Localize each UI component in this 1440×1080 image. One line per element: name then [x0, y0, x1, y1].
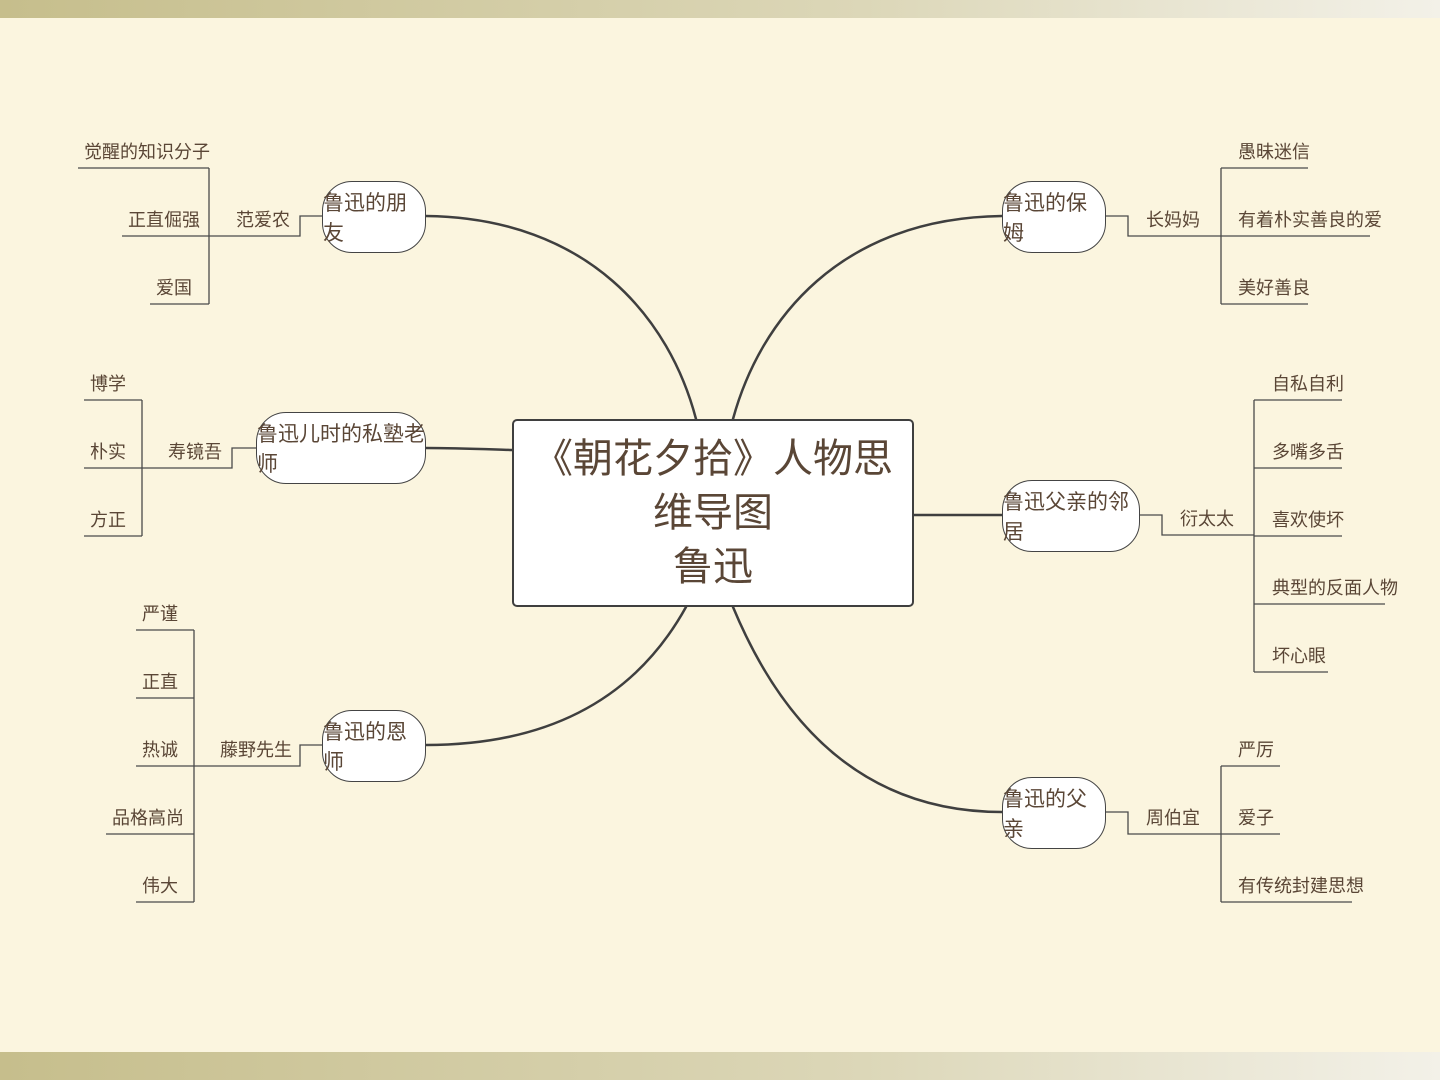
trait-label[interactable]: 严谨: [142, 604, 178, 625]
person-label-father[interactable]: 周伯宜: [1146, 808, 1200, 829]
bracket-father: [1106, 811, 1221, 835]
bracket-friend: [209, 215, 322, 237]
trait-label[interactable]: 觉醒的知识分子: [84, 142, 210, 163]
curve-tutor: [424, 446, 514, 452]
curve-friend: [424, 214, 698, 421]
trait-label[interactable]: 爱子: [1238, 808, 1274, 829]
trait-label[interactable]: 自私自利: [1272, 374, 1344, 395]
top-decor-band: [0, 0, 1440, 18]
trait-label[interactable]: 喜欢使坏: [1272, 510, 1344, 531]
root-node[interactable]: 《朝花夕拾》人物思维导图 鲁迅: [512, 419, 914, 607]
trait-label[interactable]: 有着朴实善良的爱: [1238, 210, 1382, 231]
trait-label[interactable]: 有传统封建思想: [1238, 876, 1364, 897]
trait-label[interactable]: 博学: [90, 374, 126, 395]
trait-label[interactable]: 伟大: [142, 876, 178, 897]
trait-label[interactable]: 愚昧迷信: [1238, 142, 1310, 163]
branch-node-nanny[interactable]: 鲁迅的保姆: [1002, 181, 1106, 253]
trait-label[interactable]: 美好善良: [1238, 278, 1310, 299]
trait-label[interactable]: 朴实: [90, 442, 126, 463]
bracket-tutor: [142, 447, 256, 469]
trait-label[interactable]: 正直倔强: [128, 210, 200, 231]
root-subtitle: 鲁迅: [673, 544, 753, 590]
trait-label[interactable]: 正直: [142, 672, 178, 693]
root-title: 《朝花夕拾》人物思维导图: [533, 436, 893, 536]
curve-mentor: [424, 605, 688, 747]
person-label-neighbor[interactable]: 衍太太: [1180, 509, 1234, 530]
branch-node-neighbor[interactable]: 鲁迅父亲的邻居: [1002, 480, 1140, 552]
trait-label[interactable]: 热诚: [142, 740, 178, 761]
trait-label[interactable]: 品格高尚: [112, 808, 184, 829]
branch-node-mentor[interactable]: 鲁迅的恩师: [322, 710, 426, 782]
trait-label[interactable]: 严厉: [1238, 740, 1274, 761]
trait-label[interactable]: 多嘴多舌: [1272, 442, 1344, 463]
trait-label[interactable]: 爱国: [156, 278, 192, 299]
curve-nanny: [731, 214, 1004, 421]
person-label-tutor[interactable]: 寿镜吾: [168, 442, 222, 463]
bracket-nanny: [1106, 215, 1221, 237]
person-label-mentor[interactable]: 藤野先生: [220, 740, 292, 761]
curve-father: [731, 605, 1004, 814]
bracket-neighbor: [1140, 514, 1254, 536]
bottom-decor-band: [0, 1052, 1440, 1080]
bracket-mentor: [194, 744, 322, 767]
branch-node-friend[interactable]: 鲁迅的朋友: [322, 181, 426, 253]
branch-node-tutor[interactable]: 鲁迅儿时的私塾老师: [256, 412, 426, 484]
branch-node-father[interactable]: 鲁迅的父亲: [1002, 777, 1106, 849]
person-label-friend[interactable]: 范爱农: [236, 210, 290, 231]
person-label-nanny[interactable]: 长妈妈: [1146, 210, 1200, 231]
trait-label[interactable]: 坏心眼: [1272, 646, 1326, 667]
trait-label[interactable]: 典型的反面人物: [1272, 578, 1398, 599]
trait-label[interactable]: 方正: [90, 510, 126, 531]
